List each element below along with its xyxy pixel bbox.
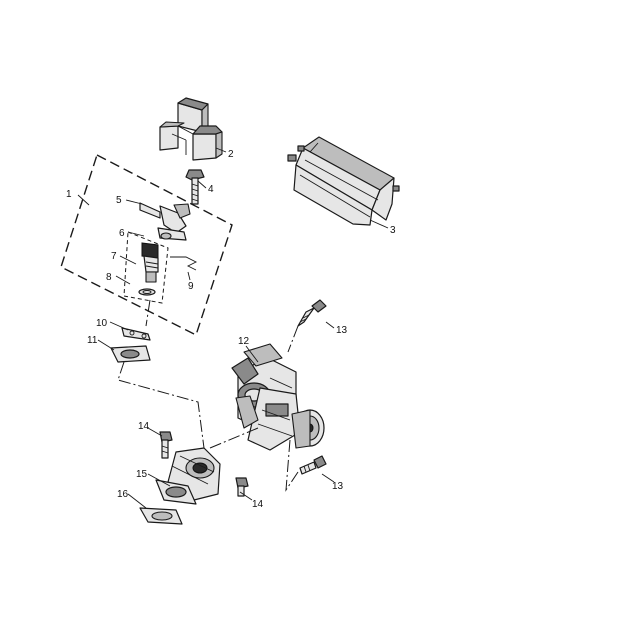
part-2-connector-block (159, 97, 223, 161)
callout-3: 3 (390, 225, 396, 236)
assembly-group-outline (60, 153, 233, 336)
callout-15: 15 (136, 469, 148, 480)
sensor-sub-outline (123, 231, 169, 304)
part-7-sensor (141, 242, 159, 283)
part-3-canister (287, 136, 400, 226)
callout-9: 9 (188, 281, 194, 292)
part-14-bolt-lower (235, 477, 249, 497)
part-11-flange-plate (110, 345, 151, 363)
callout-labels: 1 2 3 4 5 6 7 8 9 10 11 12 13 13 14 14 1… (66, 149, 396, 510)
callout-13-lower: 13 (332, 481, 344, 492)
part-5-bracket-shaft (139, 202, 191, 234)
callout-13-upper: 13 (336, 325, 348, 336)
part-8-o-ring (138, 288, 156, 296)
callout-16: 16 (117, 489, 129, 500)
callout-2: 2 (228, 149, 234, 160)
assembly-chain-lines (117, 299, 299, 492)
callout-7: 7 (111, 251, 117, 262)
callout-12: 12 (238, 336, 250, 347)
callout-6: 6 (119, 228, 125, 239)
part-13-bolt-lower (299, 455, 327, 475)
part-12-throttle-body (231, 343, 325, 451)
part-16-flange-gasket (139, 507, 183, 525)
callout-14-upper: 14 (138, 421, 150, 432)
part-10-gasket (121, 327, 151, 341)
callout-4: 4 (208, 184, 214, 195)
callout-11: 11 (87, 335, 98, 346)
callout-14-lower: 14 (252, 499, 264, 510)
part-4-bolt (185, 169, 205, 205)
part-13-bolt-upper (297, 299, 327, 327)
callout-8: 8 (106, 272, 112, 283)
part-9-spring-clip (170, 256, 198, 271)
part-14-bolt-upper (159, 431, 173, 459)
part-15-intake-manifold (155, 447, 221, 505)
part-6-clip (157, 227, 187, 241)
callout-1: 1 (66, 189, 72, 200)
callout-5: 5 (116, 195, 122, 206)
leader-lines (77, 147, 389, 509)
callout-10: 10 (96, 318, 108, 329)
